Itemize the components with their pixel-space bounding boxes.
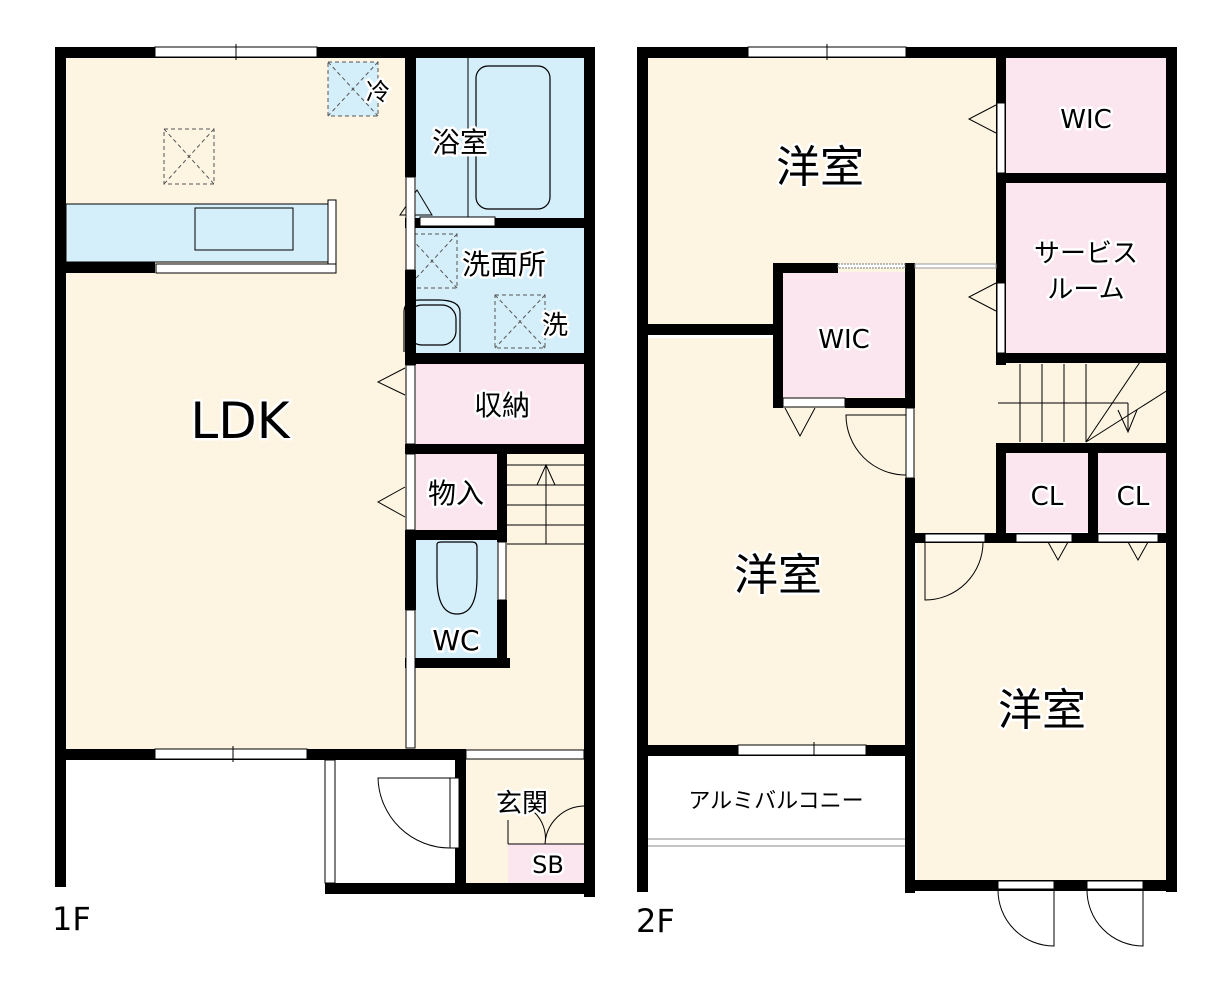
floor-2f: 洋室 洋室 洋室 WIC WIC サービス ルーム CL CL アルミバルコニー…	[636, 44, 1177, 947]
wic-1-floor	[1006, 58, 1168, 173]
washer-space-icon	[406, 233, 546, 349]
kitchen-sink	[194, 207, 294, 251]
room-label-bathroom: 浴室	[432, 126, 488, 159]
closet-2-floor	[1098, 452, 1168, 532]
windows-1f	[154, 44, 585, 884]
closet-floor	[416, 452, 498, 530]
service-room-floor	[1006, 183, 1168, 353]
wic-2-floor	[783, 272, 905, 397]
room-label-washroom: 洗面所	[462, 248, 546, 281]
room-label-balcony: アルミバルコニー	[688, 789, 863, 814]
room-label-closet-2: CL	[1117, 482, 1150, 512]
toilet-icon	[436, 541, 478, 615]
room-label-closet: 物入	[428, 477, 484, 510]
room-label-entrance: 玄関	[496, 789, 548, 819]
wash-basin-icon	[403, 299, 461, 352]
counter-edge	[327, 199, 337, 274]
room-label-washer: 洗	[542, 311, 568, 341]
room-label-wic-1: WIC	[1060, 105, 1112, 135]
floor-label-1f: 1F	[52, 900, 91, 938]
ceiling-vent-icon	[163, 128, 215, 185]
balcony-area	[648, 756, 905, 840]
washroom-floor	[416, 228, 586, 353]
windows-2f	[737, 44, 1159, 890]
stairs-1f	[507, 463, 585, 545]
bathtub	[475, 65, 551, 210]
room-label-ldk: LDK	[190, 392, 290, 450]
room-label-fridge: 冷	[366, 78, 390, 106]
counter-bottom	[155, 263, 337, 274]
room-label-service-room-line2: ルーム	[1047, 275, 1124, 305]
stairs-2f	[998, 361, 1169, 443]
room-label-wic-2: WIC	[818, 325, 870, 355]
room-label-western-room-1: 洋室	[776, 142, 864, 193]
closet-1-floor	[1006, 452, 1088, 532]
hallway-2f-floor	[910, 265, 1000, 545]
room-label-western-room-2: 洋室	[734, 550, 822, 601]
floor-1f: LDK 冷 浴室 洗面所 洗 収納 物入 WC 玄関 SB 1F	[52, 44, 595, 938]
room-label-service-room-line1: サービス	[1034, 239, 1138, 269]
room-label-storage: 収納	[474, 389, 530, 422]
room-label-toilet: WC	[432, 624, 479, 657]
fridge-space-icon	[327, 61, 379, 117]
storage-floor	[416, 364, 586, 444]
room-label-closet-1: CL	[1031, 482, 1064, 512]
ldk-floor	[66, 56, 408, 749]
door-swings-2f	[784, 104, 1149, 947]
shoebox-floor	[508, 844, 586, 884]
western-room-3-floor	[917, 540, 1167, 882]
floor-label-2f: 2F	[636, 902, 675, 940]
room-label-shoebox: SB	[532, 851, 564, 879]
room-label-western-room-3: 洋室	[998, 685, 1086, 736]
door-swings-1f	[376, 367, 586, 849]
